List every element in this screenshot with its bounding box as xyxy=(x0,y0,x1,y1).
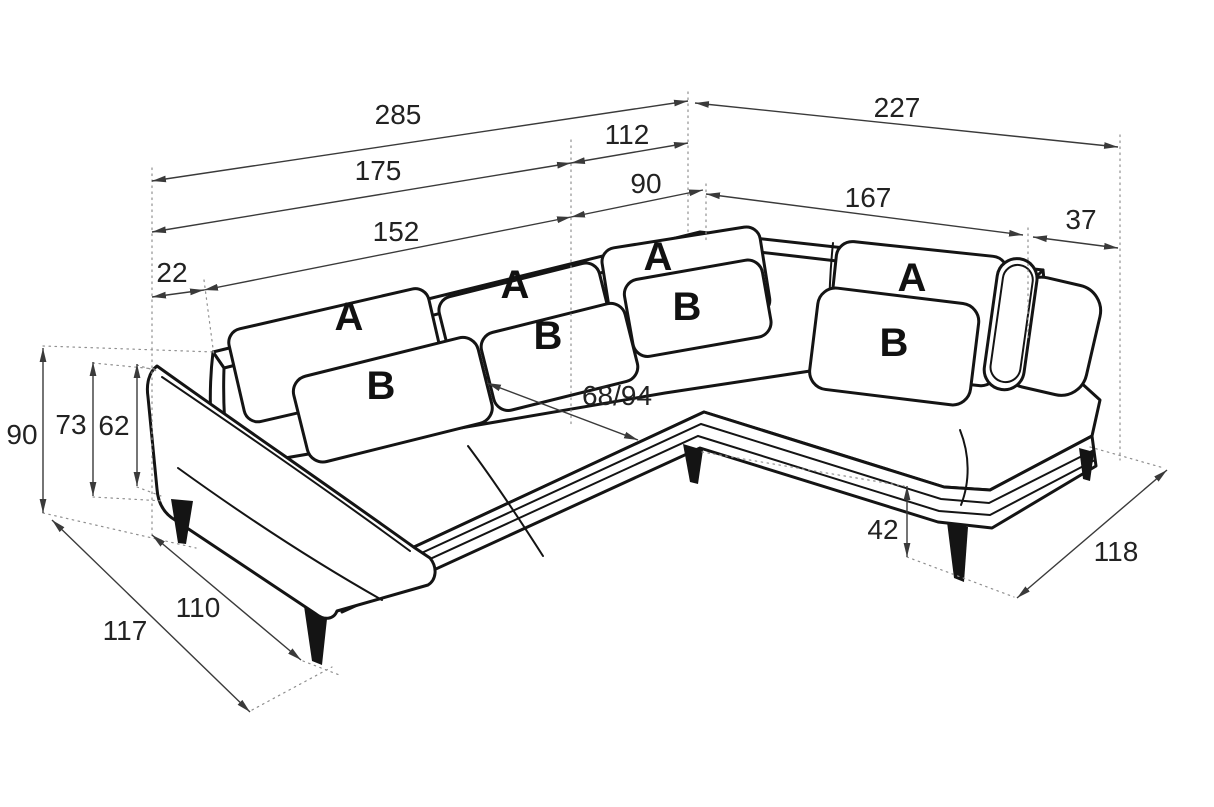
lumbar-pillow-4 xyxy=(808,286,981,407)
dim-height-back: 73 xyxy=(55,362,97,496)
dim-chaise-depth: 118 xyxy=(1016,469,1168,599)
dim-right-arm-value: 37 xyxy=(1065,204,1096,235)
dim-right-seat-value: 167 xyxy=(845,182,892,213)
sofa-leg-chaise-front xyxy=(947,522,968,582)
sofa-leg-middle xyxy=(683,444,703,484)
ext-base-left xyxy=(92,496,165,502)
dim-right-total-value: 227 xyxy=(874,92,921,123)
cushion-label-b2: B xyxy=(534,314,563,358)
dim-left-seat-b: 112 xyxy=(570,119,689,164)
chaise-seam xyxy=(959,429,969,506)
seat-seam xyxy=(467,445,544,557)
dim-base-height: 42 xyxy=(867,486,911,557)
dim-height-arm-value: 62 xyxy=(98,410,129,441)
dim-left-seat-a-value: 175 xyxy=(355,155,402,186)
cushion-label-a1: A xyxy=(335,295,364,339)
ext-base-height-top xyxy=(701,451,905,487)
dim-right-total: 227 xyxy=(694,92,1119,149)
cushion-label-b4: B xyxy=(880,321,909,365)
dim-chaise-depth-value: 118 xyxy=(1094,536,1139,567)
dim-arm-width: 22 xyxy=(151,257,205,299)
dim-height-total: 90 xyxy=(6,348,47,513)
ext-height62-top xyxy=(136,364,158,372)
dim-height-arm: 62 xyxy=(98,364,141,486)
dim-seat-depth-value: 68/94 xyxy=(582,380,652,411)
lumbar-pillow-1 xyxy=(291,335,494,464)
dim-left-seat-a: 175 xyxy=(151,155,572,234)
dimension-lines: 285 175 112 22 152 90 227 167 xyxy=(6,92,1168,713)
ext-chaise-right xyxy=(1089,446,1165,469)
sofa-drawing: A A A A B B B B xyxy=(145,225,1103,665)
cushion-label-a2: A xyxy=(501,263,530,307)
ext-base-left-2 xyxy=(136,486,162,497)
ext-depth110-end xyxy=(302,660,343,677)
dim-seat-depth: 68/94 xyxy=(486,380,652,441)
dim-right-seat: 167 xyxy=(705,182,1024,237)
left-arm-piping xyxy=(161,376,411,552)
dim-right-arm: 37 xyxy=(1032,204,1119,250)
dim-depth-base-value: 110 xyxy=(176,592,221,623)
ext-depth117-end xyxy=(251,666,333,711)
dim-height-total-value: 90 xyxy=(6,419,37,450)
ext-height73-top xyxy=(92,362,156,370)
cushion-label-a4: A xyxy=(898,256,927,300)
dim-depth-total-value: 117 xyxy=(103,615,148,646)
dim-seat-width: 152 xyxy=(203,216,572,291)
lumbar-pillow-3 xyxy=(622,258,773,358)
dim-height-back-value: 73 xyxy=(55,409,86,440)
dim-depth-total: 117 xyxy=(51,519,251,713)
dim-left-seat-b-value: 112 xyxy=(605,119,650,150)
dim-seat-width-value: 152 xyxy=(373,216,420,247)
dim-corner-seat-value: 90 xyxy=(630,168,661,199)
dim-left-total-value: 285 xyxy=(375,99,422,130)
sofa-leg-front-left xyxy=(304,606,327,665)
dim-base-height-value: 42 xyxy=(867,514,898,545)
cushion-label-a3: A xyxy=(644,235,673,279)
dim-corner-seat: 90 xyxy=(570,168,704,218)
cushion-label-b3: B xyxy=(673,285,702,329)
dim-depth-base: 110 xyxy=(151,534,302,661)
ext-floor-right xyxy=(906,556,1015,598)
right-bolster xyxy=(982,257,1039,392)
dim-arm-width-value: 22 xyxy=(156,257,187,288)
cushion-label-b1: B xyxy=(367,364,396,408)
right-bolster-piping xyxy=(989,263,1034,384)
ext-arm-inner xyxy=(203,279,215,357)
ext-height-top xyxy=(42,345,215,353)
left-arm xyxy=(145,364,437,620)
